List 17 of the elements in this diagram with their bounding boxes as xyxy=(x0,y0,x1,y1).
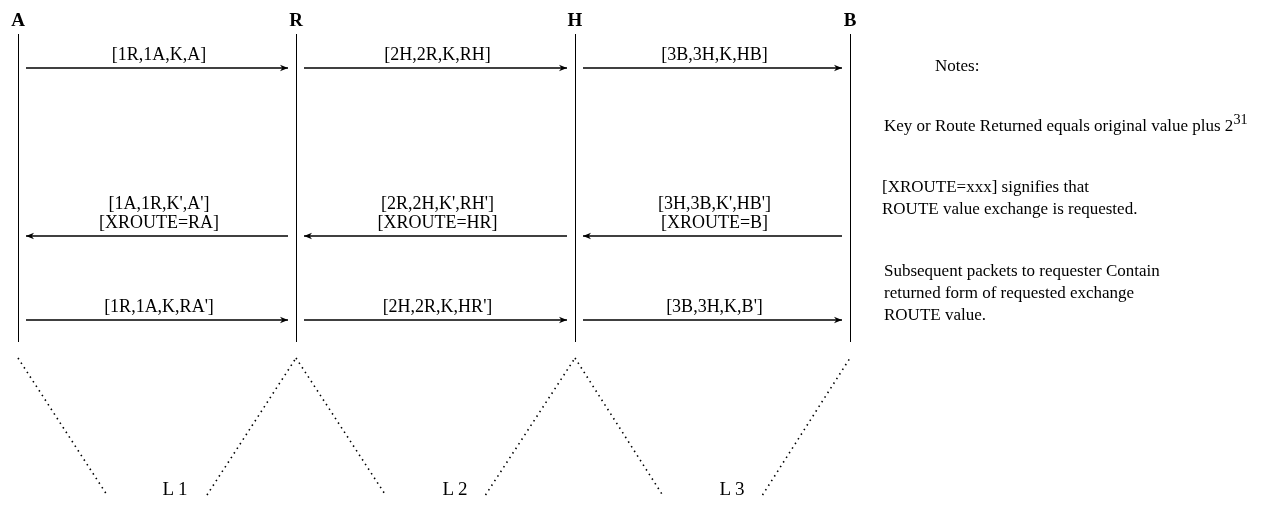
participant-label: A xyxy=(10,8,26,32)
arrow xyxy=(303,232,568,240)
note: Key or Route Returned equals original value plus 2$^{31}$ xyxy=(884,110,1249,137)
arrow xyxy=(25,64,289,72)
arrow xyxy=(303,316,568,324)
note: Subsequent packets to requester Contain returned form of requested exchange ROUTE value. xyxy=(884,260,1161,326)
participant-label: H xyxy=(566,8,584,32)
heading: Notes: xyxy=(935,55,981,77)
arrow xyxy=(25,316,289,324)
arrow xyxy=(582,64,843,72)
participant-label: B xyxy=(842,8,858,32)
arrow xyxy=(582,316,843,324)
arrow xyxy=(582,232,843,240)
arrow xyxy=(303,64,568,72)
note: [XROUTE=xxx] signifies that ROUTE value exchange is requested. xyxy=(882,176,1139,220)
arrow xyxy=(25,232,289,240)
participant-label: R xyxy=(288,8,304,32)
